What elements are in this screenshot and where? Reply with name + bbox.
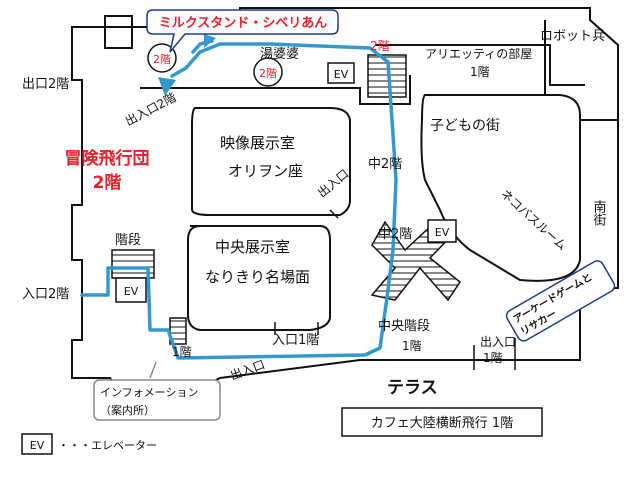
- elevators: EV EV EV: [115, 62, 457, 303]
- theater-room: [191, 107, 351, 216]
- route-arrow-head: [158, 77, 176, 96]
- yubaba-label: 湯婆婆: [260, 47, 299, 62]
- rooms: [187, 94, 618, 331]
- cafe-label: カフェ大陸横断飛行 1階: [371, 415, 513, 431]
- route-arrow-top: [204, 34, 216, 48]
- theater-line1: 映像展示室: [220, 134, 295, 152]
- ev-label-mid: EV: [435, 226, 450, 239]
- arcade-callout: アーケードゲームと リサカー: [505, 260, 616, 342]
- ev-box-top: [327, 62, 355, 84]
- info-label: インフォメーション: [100, 386, 198, 399]
- in-out-1f-line2: 1階: [483, 350, 503, 365]
- in-out-1f-line1: 出入口: [480, 335, 516, 349]
- info-callout: インフォメーション （案内所）: [93, 361, 221, 421]
- red-text-route-top: 2階: [370, 38, 390, 53]
- legend: EV ・・・エレベーター: [21, 433, 157, 455]
- arrietty-line2: 1階: [470, 64, 490, 79]
- kids-street-label: 子どもの街: [430, 118, 500, 134]
- red-circle-milk: [147, 43, 177, 73]
- legend-ev: EV: [30, 439, 45, 452]
- entrance-2f-left: 入口2階: [22, 287, 69, 302]
- terrace-label: テラス: [387, 378, 438, 398]
- adventure-label: 冒険飛行団: [65, 148, 150, 169]
- door-marks: [274, 209, 516, 370]
- adventure-group: 冒険飛行団 2階: [65, 148, 150, 193]
- central-line1: 中央展示室: [215, 238, 290, 256]
- south-street-label: 南街: [591, 199, 607, 226]
- cafe-box: カフェ大陸横断飛行 1階: [341, 407, 543, 437]
- central-stairs-line1: 中央階段: [378, 319, 430, 334]
- mid-2f-b: 中2階: [378, 227, 412, 242]
- map-labels: 出口2階 入口2階 出入口2階 湯婆婆 ロボット兵 アリエッティの部屋 1階 子…: [22, 29, 606, 398]
- ev-box-left: [115, 277, 147, 303]
- adventure-floor: 2階: [93, 173, 122, 193]
- kids-street-room: [420, 94, 581, 282]
- red-text-yubaba: 2階: [259, 66, 277, 80]
- milk-stand-callout: ミルクスタンド・シベリあん: [146, 9, 339, 53]
- central-line2: なりきり名場面: [205, 268, 310, 286]
- red-circle-yubaba: [253, 57, 283, 87]
- ev-box-mid: [427, 219, 457, 243]
- mid-2f-a: 中2階: [368, 157, 402, 172]
- arrietty-line1: アリエッティの部屋: [425, 46, 532, 61]
- exit-2f-left: 出口2階: [22, 77, 69, 92]
- milk-stand-label: ミルクスタンド・シベリあん: [159, 16, 328, 31]
- entrance-1f: 入口1階: [272, 333, 319, 348]
- ev-label-left: EV: [124, 285, 139, 298]
- catbus-label: ネコバスルーム: [498, 187, 569, 253]
- in-out-mid: 出入口: [315, 166, 352, 200]
- stairs-label: 階段: [115, 233, 141, 248]
- ev-label-top: EV: [334, 68, 349, 81]
- robot-label: ロボット兵: [540, 29, 605, 44]
- red-markers: 2階 2階 2階: [147, 38, 390, 87]
- in-out-2f: 出入口2階: [122, 89, 178, 128]
- floor-1f-left: 1階: [172, 344, 192, 359]
- theater-line2: オリヲン座: [228, 162, 303, 180]
- in-out-bottom: 出入口: [228, 357, 267, 382]
- red-text-milk: 2階: [153, 52, 171, 66]
- central-room: [187, 225, 331, 331]
- central-stairs-line2: 1階: [402, 338, 422, 353]
- legend-description: ・・・エレベーター: [58, 439, 157, 452]
- info-sublabel: （案内所）: [100, 403, 155, 417]
